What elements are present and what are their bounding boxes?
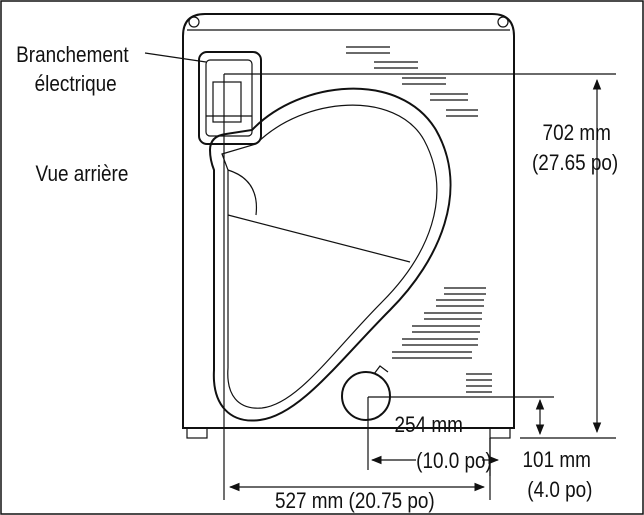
drum-outline [208, 87, 452, 422]
exhaust-vent [341, 365, 391, 421]
side-in-label: (10.0 po) [416, 449, 492, 474]
upper-vent-louvers [346, 46, 478, 117]
width-dimension [228, 438, 491, 500]
view-label: Vue arrière [36, 162, 129, 187]
vent-in-label: (4.0 po) [527, 478, 592, 503]
height-dimension [223, 73, 616, 500]
height-in-label: (27.65 po) [532, 151, 618, 176]
dryer-cabinet [182, 13, 515, 439]
lower-vent-louvers [392, 287, 492, 393]
connection-label-line2: électrique [35, 72, 117, 97]
height-mm-label: 702 mm [543, 121, 611, 146]
electrical-connection-box [198, 51, 262, 145]
connection-leader-line [144, 52, 207, 63]
connection-label-line1: Branchement [16, 43, 129, 68]
side-mm-label: 254 mm [395, 413, 463, 438]
width-label: 527 mm (20.75 po) [275, 489, 435, 514]
vent-mm-label: 101 mm [523, 448, 591, 473]
